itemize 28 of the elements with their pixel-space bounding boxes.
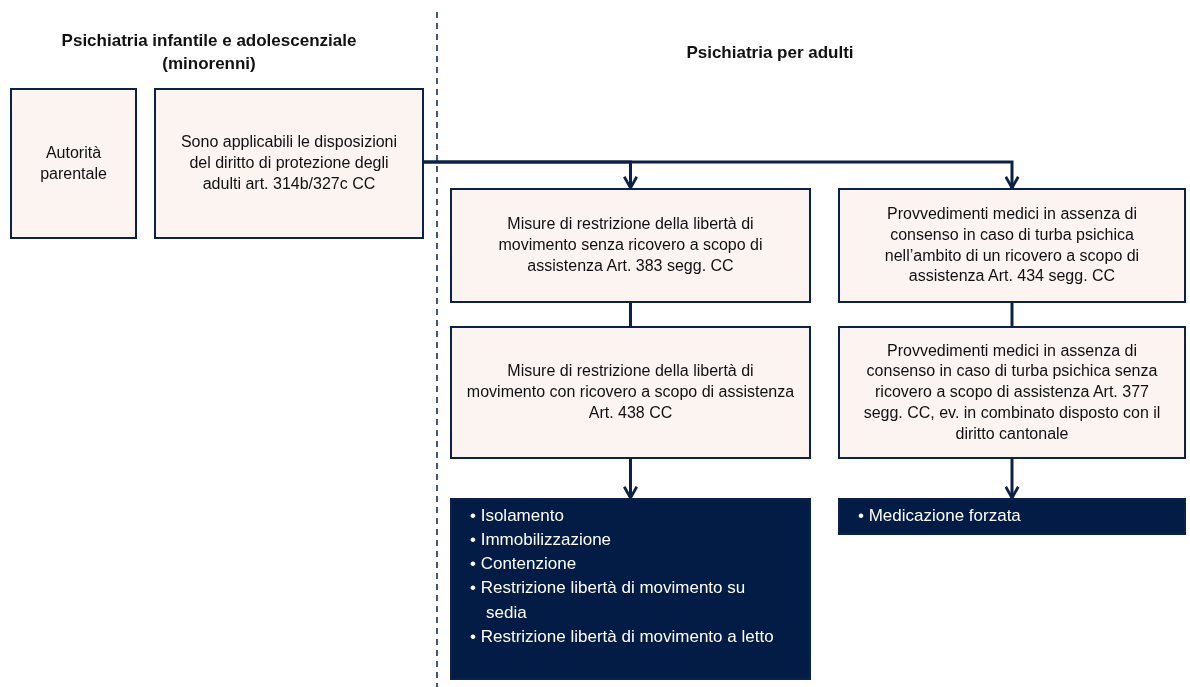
list-item: • Contenzione xyxy=(469,553,578,576)
box-text: Autorità parentale xyxy=(39,142,108,184)
process-box xyxy=(154,88,424,239)
connector-line xyxy=(629,303,632,326)
process-box xyxy=(450,326,811,459)
box-text: Provvedimenti medici in assenza di consenso in caso di turba psichica senza ricovero a scopo di assistenza Art. 377 segg. CC, ev. in combinato disposto con il diritto cantonale xyxy=(862,340,1162,444)
box-text: Misure di restrizione della libertà di movimento senza ricovero a scopo di assistenza Art. 383 segg. CC xyxy=(497,214,764,276)
process-box xyxy=(838,326,1186,459)
arrow xyxy=(424,160,1020,190)
box-text: Sono applicabili le disposizioni del diritto di protezione degli adulti art. 314b/327c CC xyxy=(179,132,399,194)
box-text: Provvedimenti medici in assenza di consenso in caso di turba psichica nell’ambito di un ricovero a scopo di assistenza Art. 434 segg. CC xyxy=(883,203,1141,287)
arrow xyxy=(622,459,639,500)
column-heading: Psichiatria infantile e adolescenziale (minorenni) xyxy=(60,30,358,75)
connector-line xyxy=(1010,303,1014,326)
list-item: • Restrizione libertà di movimento su sedia xyxy=(469,577,747,624)
process-box xyxy=(10,88,137,239)
list-item: • Medicazione forzata xyxy=(857,505,1022,527)
list-item: • Restrizione libertà di movimento a letto xyxy=(469,625,775,648)
column-heading: Psichiatria per adulti xyxy=(685,42,855,64)
list-item: • Immobilizzazione xyxy=(469,529,613,552)
list-box xyxy=(838,498,1186,535)
box-text: Art. 438 CC xyxy=(588,402,673,423)
process-box xyxy=(450,188,811,303)
arrow xyxy=(1004,459,1020,500)
list-box xyxy=(450,498,811,680)
box-text: Misure di restrizione della libertà di movimento con ricovero a scopo di assistenza xyxy=(466,361,795,403)
process-box xyxy=(838,188,1186,303)
list-item: • Isolamento xyxy=(469,505,565,527)
